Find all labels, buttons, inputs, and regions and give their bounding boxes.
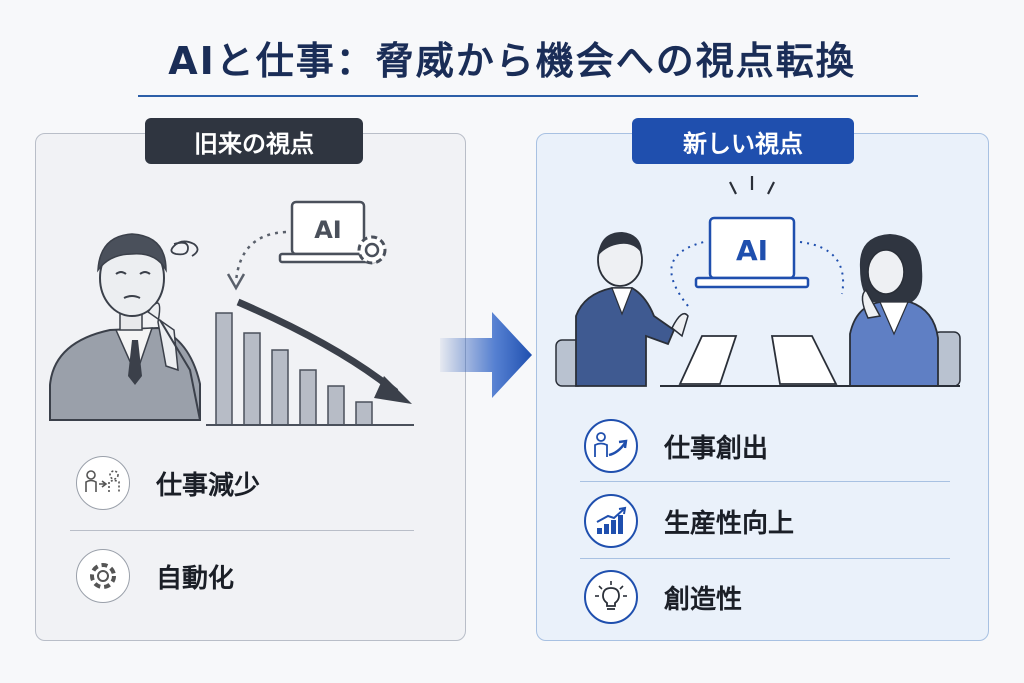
item-automation-label: 自動化 xyxy=(156,563,235,594)
lightbulb-icon xyxy=(584,570,638,624)
right-laptop-ai-text: AI xyxy=(736,234,768,267)
right-divider-1 xyxy=(580,481,950,482)
old-perspective-illustration: AI xyxy=(49,200,414,426)
item-productivity-label: 生産性向上 xyxy=(664,508,795,539)
item-creativity-label: 創造性 xyxy=(664,584,743,615)
item-automation: 自動化 xyxy=(76,549,234,603)
item-job-reduction-label: 仕事減少 xyxy=(156,470,261,501)
person-growth-icon xyxy=(584,419,638,473)
left-laptop-ai-text: AI xyxy=(314,216,342,244)
item-productivity: 生産性向上 xyxy=(584,494,794,548)
transition-arrow-icon xyxy=(440,312,532,398)
ai-laptop-icon: AI xyxy=(694,216,810,289)
title-underline xyxy=(138,95,918,97)
attention-spark-lines xyxy=(729,176,775,195)
right-divider-2 xyxy=(580,558,950,559)
dotted-curved-arrow xyxy=(234,230,287,283)
new-perspective-illustration: AI xyxy=(555,176,961,387)
worry-swirl-icon xyxy=(170,240,199,257)
ai-laptop-icon: AI xyxy=(278,200,378,264)
declining-bar-chart xyxy=(206,298,414,426)
connection-dotted-line-left xyxy=(670,241,705,307)
man-at-laptop xyxy=(555,232,738,387)
woman-at-laptop xyxy=(770,234,961,387)
item-job-creation-label: 仕事創出 xyxy=(664,433,769,464)
item-creativity: 創造性 xyxy=(584,570,742,624)
item-job-creation: 仕事創出 xyxy=(584,419,768,473)
growth-chart-icon xyxy=(584,494,638,548)
left-divider xyxy=(70,530,414,531)
worried-businessman xyxy=(49,233,201,421)
person-replaced-icon xyxy=(76,456,130,510)
gear-icon xyxy=(357,235,387,265)
gear-icon xyxy=(76,549,130,603)
page-title: AIと仕事：脅威から機会への視点転換 xyxy=(168,39,856,83)
item-job-reduction: 仕事減少 xyxy=(76,456,260,510)
new-perspective-badge: 新しい視点 xyxy=(632,118,854,164)
old-perspective-badge: 旧来の視点 xyxy=(145,118,363,164)
